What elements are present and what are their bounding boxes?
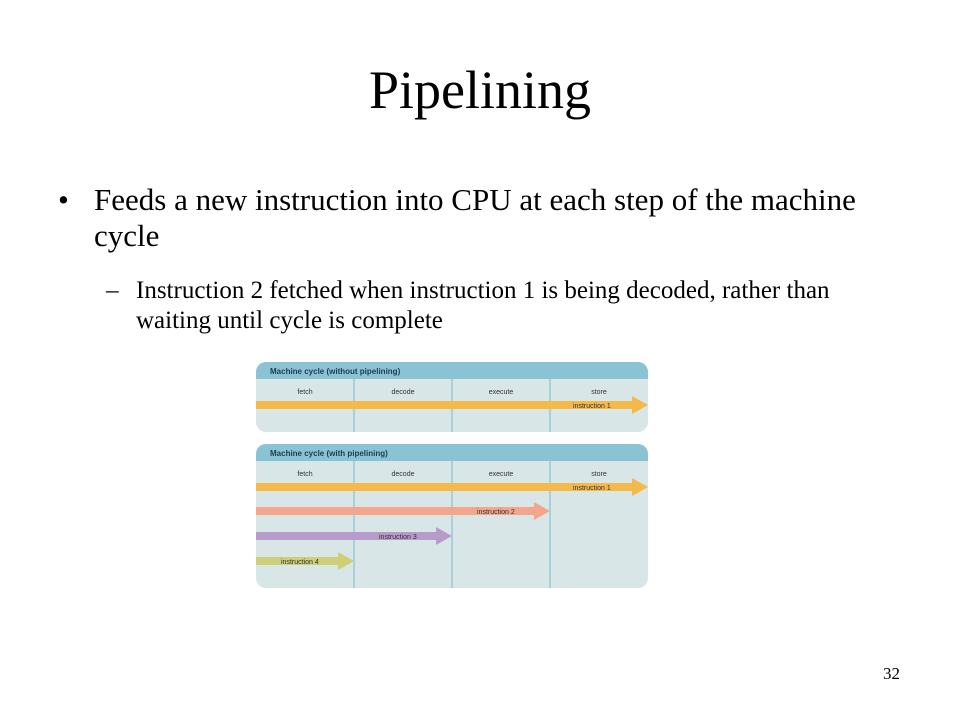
page-number: 32 <box>883 664 900 683</box>
panel-without-header <box>256 362 648 379</box>
sub-bullet-marker: – <box>106 277 119 304</box>
instruction-arrow: instruction 1 <box>256 396 648 414</box>
panel-with-header <box>256 444 648 461</box>
slide-title: Pipelining <box>368 60 591 120</box>
step-label: decode <box>392 389 415 396</box>
instruction-arrow: instruction 1 <box>256 478 648 496</box>
step-label: store <box>591 471 607 478</box>
panel-without-title: Machine cycle (without pipelining) <box>270 367 401 376</box>
instruction-arrow: instruction 3 <box>256 527 452 545</box>
step-label: execute <box>489 471 514 478</box>
arrow-shape <box>256 527 452 545</box>
arrow-shape <box>256 478 648 496</box>
bullet-text: Feeds a new instruction into CPU at each… <box>94 182 856 253</box>
step-label: execute <box>489 389 514 396</box>
step-label: store <box>591 389 607 396</box>
arrow-label: instruction 2 <box>477 509 515 516</box>
arrow-label: instruction 1 <box>573 403 611 410</box>
step-label: decode <box>392 471 415 478</box>
arrow-label: instruction 4 <box>281 559 319 566</box>
sub-bullet-text: Instruction 2 fetched when instruction 1… <box>136 277 830 334</box>
bullet-item: • Feeds a new instruction into CPU at ea… <box>58 182 888 254</box>
panel-with-title: Machine cycle (with pipelining) <box>270 449 388 458</box>
arrow-shape <box>256 396 648 414</box>
instruction-arrow: instruction 2 <box>256 502 550 520</box>
panel-without-pipelining: Machine cycle (without pipelining) fetch… <box>256 362 648 432</box>
arrow-label: instruction 1 <box>573 485 611 492</box>
instruction-arrow: instruction 4 <box>256 552 354 570</box>
arrow-label: instruction 3 <box>379 534 417 541</box>
step-label: fetch <box>297 471 312 478</box>
arrow-shape <box>256 552 354 570</box>
step-label: fetch <box>297 389 312 396</box>
bullet-marker: • <box>58 182 69 217</box>
sub-bullet-item: – Instruction 2 fetched when instruction… <box>106 276 896 336</box>
panel-with-pipelining: Machine cycle (with pipelining) fetch de… <box>256 444 648 588</box>
arrow-shape <box>256 502 550 520</box>
